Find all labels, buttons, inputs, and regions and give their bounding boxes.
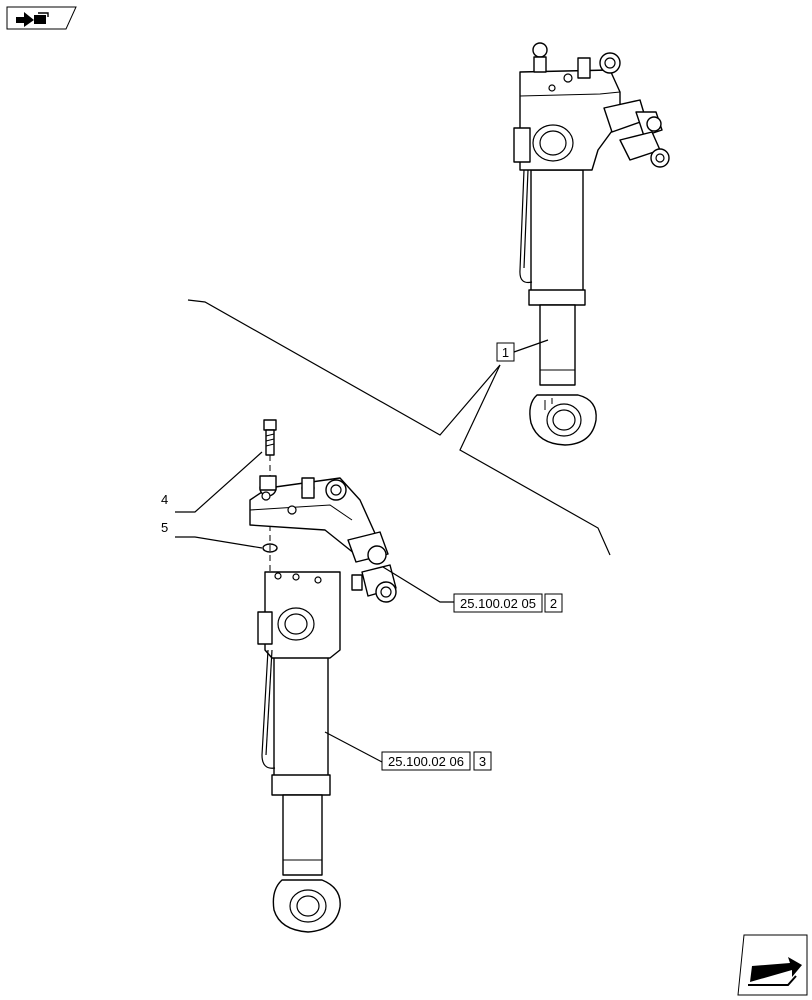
leader-lines xyxy=(175,299,611,763)
svg-text:25.100.02 06: 25.100.02 06 xyxy=(388,754,464,769)
svg-text:3: 3 xyxy=(479,754,486,769)
svg-text:25.100.02 05: 25.100.02 05 xyxy=(460,596,536,611)
upper-cylinder-assembly xyxy=(513,42,670,446)
previous-page-arrow-icon[interactable] xyxy=(6,6,77,30)
svg-text:2: 2 xyxy=(550,596,557,611)
lower-cylinder-assembly xyxy=(249,419,397,933)
svg-text:1: 1 xyxy=(502,345,509,360)
reference-link-25.100.02-05[interactable]: 25.100.02 05 2 xyxy=(453,593,563,613)
callout-item-4[interactable]: 4 xyxy=(161,492,168,507)
next-page-arrow-icon[interactable] xyxy=(737,934,808,996)
reference-link-25.100.02-06[interactable]: 25.100.02 06 3 xyxy=(381,751,492,771)
callout-item-1[interactable]: 1 xyxy=(496,342,515,362)
callout-item-5[interactable]: 5 xyxy=(161,520,168,535)
